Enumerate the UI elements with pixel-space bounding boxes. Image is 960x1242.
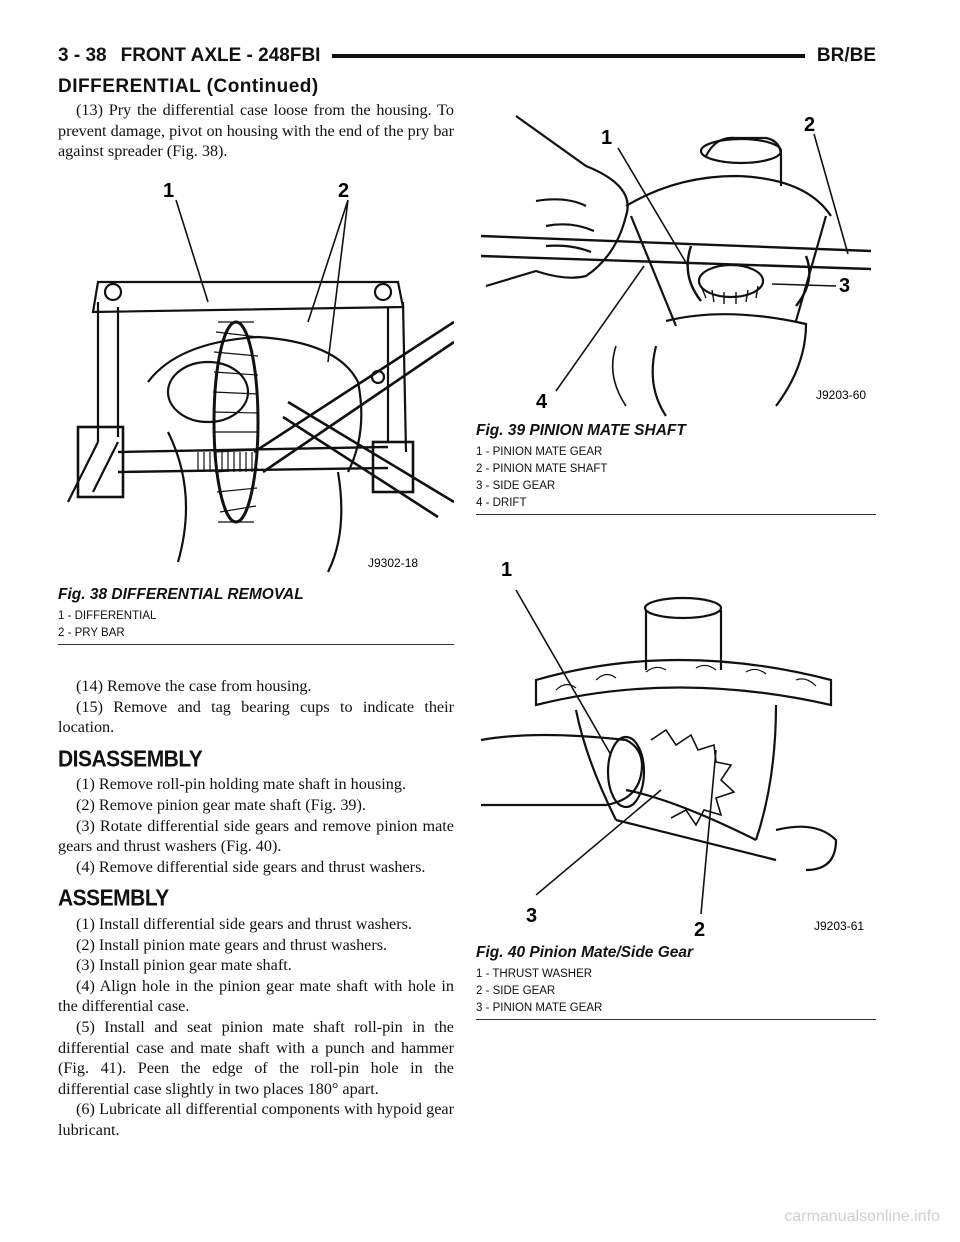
fig40-caption: Fig. 40 Pinion Mate/Side Gear: [476, 944, 694, 961]
fig39-legend-item: 4 - DRIFT: [476, 497, 527, 509]
header-rule: [332, 54, 805, 58]
fig38-callout-2: 2: [338, 180, 349, 202]
fig39-callout-4: 4: [536, 391, 548, 413]
disassembly-step: (1) Remove roll-pin holding mate shaft i…: [76, 775, 406, 794]
fig38-divider: [58, 644, 454, 645]
assembly-step: (2) Install pinion mate gears and thrust…: [76, 935, 388, 954]
fig39-callout-3: 3: [839, 275, 850, 297]
fig39-code: J9203-60: [816, 388, 866, 402]
header-model: BR/BE: [816, 45, 876, 66]
fig38-legend: 1 - DIFFERENTIAL 2 - PRY BAR: [58, 608, 454, 642]
figure-39: 1 2 3 4 J9203-60 Fig. 39 PINION MATE SHA…: [476, 106, 876, 515]
fig40-legend: 1 - THRUST WASHER 2 - SIDE GEAR 3 - PINI…: [476, 966, 876, 1017]
fig40-legend-item: 2 - SIDE GEAR: [476, 985, 556, 997]
disassembly-heading: DISASSEMBLY: [58, 746, 203, 772]
page-number: 3 - 38: [58, 45, 107, 66]
step-13: (13) Pry the differential case loose fro…: [58, 101, 454, 161]
disassembly-step: (2) Remove pinion gear mate shaft (Fig. …: [76, 795, 366, 814]
page-header: 3 - 38 FRONT AXLE - 248FBI BR/BE: [58, 44, 876, 68]
fig38-legend-item: 1 - DIFFERENTIAL: [58, 610, 157, 622]
procedure-text: (14) Remove the case from housing. (15) …: [58, 676, 454, 1140]
fig39-legend-item: 2 - PINION MATE SHAFT: [476, 463, 608, 475]
fig40-callout-3: 3: [526, 905, 537, 927]
fig38-callout-1: 1: [163, 180, 174, 202]
pinion-mate-side-gear-illustration: 1 2 3 J9203-61: [480, 559, 864, 940]
step-14: (14) Remove the case from housing.: [76, 677, 312, 695]
fig39-legend: 1 - PINION MATE GEAR 2 - PINION MATE SHA…: [476, 444, 876, 512]
differential-removal-illustration: 1 2 J9302-18: [67, 180, 454, 573]
fig39-legend-item: 1 - PINION MATE GEAR: [476, 446, 603, 458]
fig40-callout-1: 1: [501, 559, 512, 581]
assembly-step: (3) Install pinion gear mate shaft.: [76, 956, 292, 975]
fig40-code: J9203-61: [814, 919, 864, 933]
fig38-caption: Fig. 38 DIFFERENTIAL REMOVAL: [58, 586, 304, 603]
assembly-step: (1) Install differential side gears and …: [76, 914, 412, 933]
fig39-callout-2: 2: [804, 114, 815, 136]
fig40-callout-2: 2: [694, 919, 705, 940]
disassembly-step: (3) Rotate differential side gears and r…: [58, 816, 454, 856]
disassembly-step: (4) Remove differential side gears and t…: [76, 857, 426, 876]
fig40-divider: [476, 1019, 876, 1020]
fig40-legend-item: 3 - PINION MATE GEAR: [476, 1002, 603, 1014]
assembly-step: (5) Install and seat pinion mate shaft r…: [58, 1017, 454, 1098]
assembly-heading: ASSEMBLY: [58, 886, 169, 912]
fig39-legend-item: 3 - SIDE GEAR: [476, 480, 556, 492]
assembly-step: (6) Lubricate all differential component…: [58, 1100, 454, 1139]
section-continued-title: DIFFERENTIAL (Continued): [58, 76, 319, 97]
figure-38: 1 2 J9302-18 Fig. 38 DIFFERENTIAL REMOVA…: [58, 172, 454, 645]
figure-40: 1 2 3 J9203-61 Fig. 40 Pinion Mate/Side …: [476, 540, 876, 1020]
fig39-callout-1: 1: [601, 127, 612, 149]
fig39-caption: Fig. 39 PINION MATE SHAFT: [476, 422, 686, 439]
header-title: FRONT AXLE - 248FBI: [120, 45, 321, 66]
step-15: (15) Remove and tag bearing cups to indi…: [58, 697, 454, 737]
pinion-mate-shaft-illustration: 1 2 3 4 J9203-60: [480, 114, 872, 417]
assembly-step: (4) Align hole in the pinion gear mate s…: [58, 976, 454, 1016]
fig38-legend-item: 2 - PRY BAR: [58, 627, 125, 639]
watermark: carmanualsonline.info: [784, 1208, 940, 1225]
fig38-code: J9302-18: [368, 556, 418, 570]
fig39-divider: [476, 514, 876, 515]
fig40-legend-item: 1 - THRUST WASHER: [476, 968, 593, 980]
intro-text: (13) Pry the differential case loose fro…: [58, 100, 454, 162]
